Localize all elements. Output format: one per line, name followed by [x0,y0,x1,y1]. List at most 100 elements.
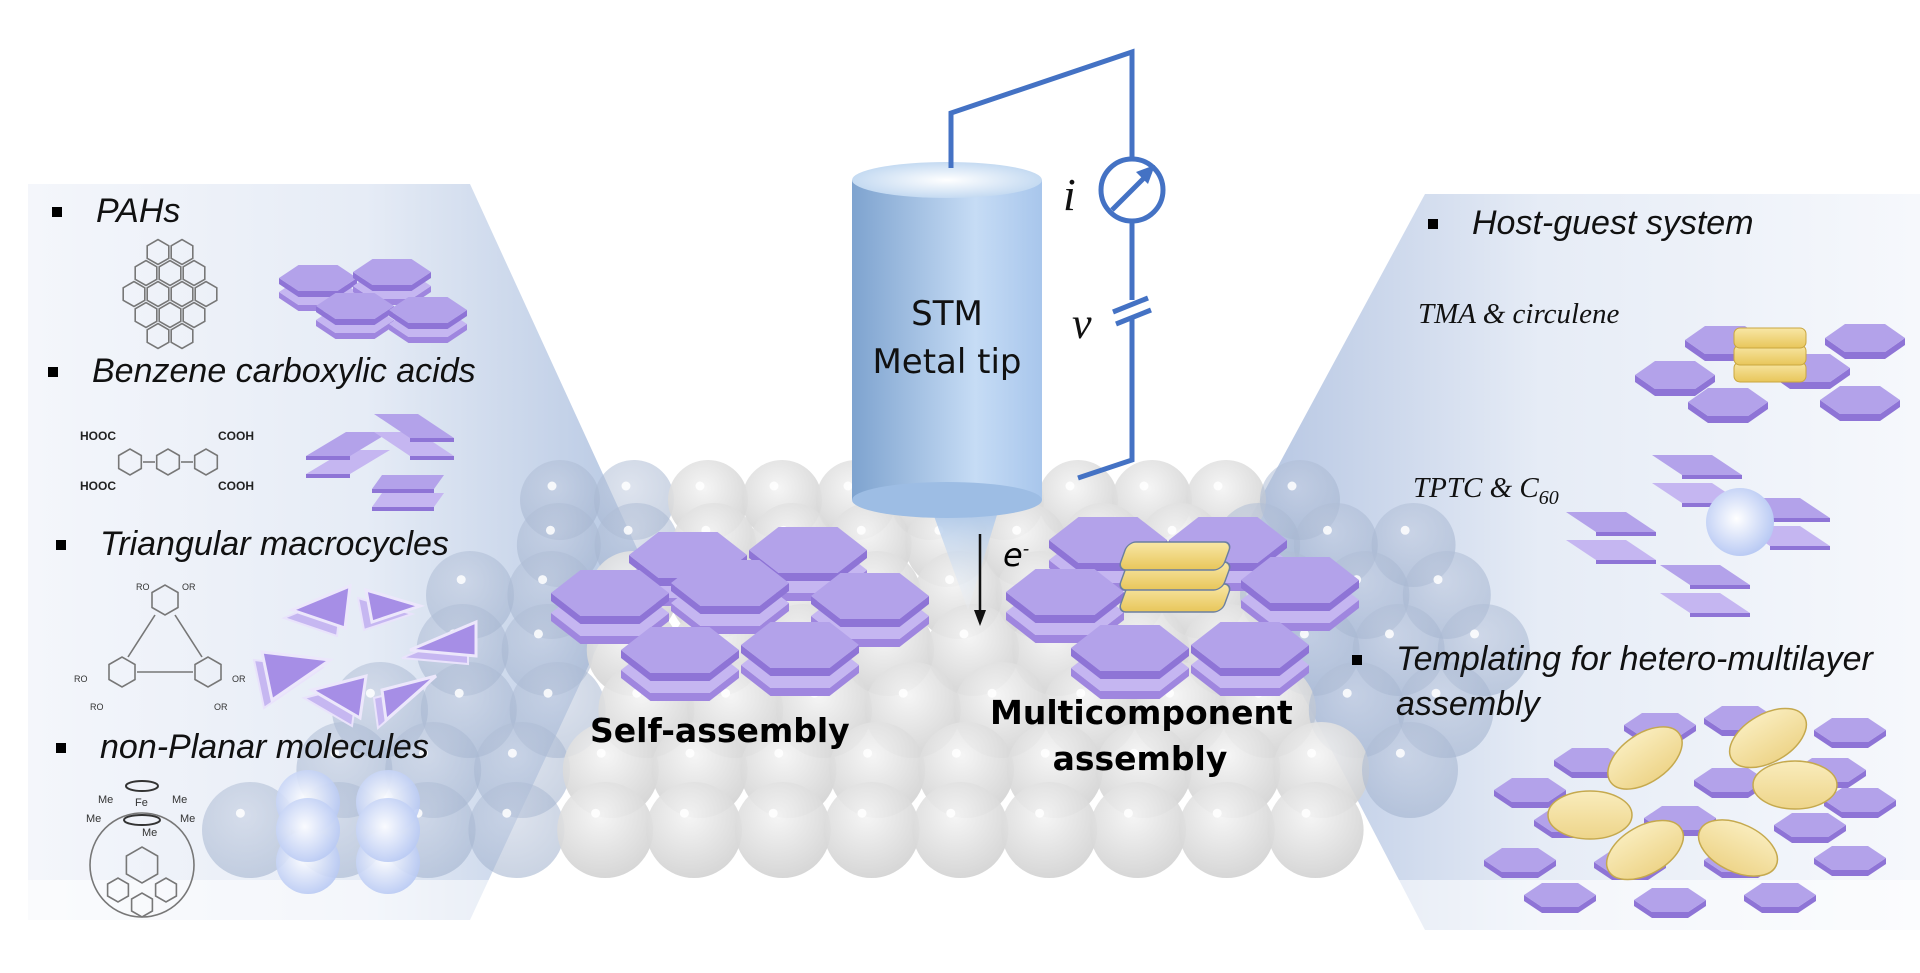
self-assembly-hexagon-stack [621,627,739,701]
alkyne-bond [127,614,156,658]
electron-charge: - [1022,538,1030,560]
rectangle-layer-upper [306,432,390,460]
atom-highlight [946,808,956,818]
surface-atom [468,782,565,878]
atom-highlight [1384,629,1394,639]
center-assemblies [551,517,1359,701]
atom-highlight [1433,575,1443,585]
host-hexagon [1825,324,1905,359]
atom-highlight [857,808,867,818]
atom-highlight [987,688,997,698]
pah-ring [170,238,194,266]
fullerene-ring [130,892,154,918]
tptc-c60-main: TPTC & C [1413,472,1539,504]
label-triangular: Triangular macrocycles [100,525,449,563]
atom-highlight [1139,481,1149,491]
macrocycle-ring-right [194,656,222,688]
rectangle-layer-lower [306,450,390,478]
atom-highlight [721,688,731,698]
rectangle-stack [1660,565,1750,617]
tip-cylinder-body [852,180,1042,500]
atom-highlight [1065,481,1075,491]
pah-ring [170,322,194,350]
list-item-nonplanar: non-Planar molecules [56,728,429,767]
hexagon-layer-upper [621,627,739,681]
triangle-layer-upper [380,674,437,723]
label-templating-line1: Templating for hetero-multilayer [1396,640,1873,678]
atom-highlight [1012,525,1022,535]
bullet-icon [56,539,66,550]
macrocycle-ring-left [108,656,136,688]
template-hexagon [1774,813,1846,843]
hexagon-layer-upper [811,573,929,627]
atom-highlight [774,748,784,758]
surface-atom [1178,782,1275,878]
electron-arrowhead [974,610,986,626]
hexagon-layer-upper [1191,622,1309,676]
functional-group-label: Me [172,794,187,806]
atom-highlight [454,688,464,698]
fullerene-pentagon [125,846,159,884]
atom-highlight [456,575,466,585]
rectangle-stack [374,414,454,460]
atom-highlight [330,748,340,758]
template-hexagon [1634,888,1706,918]
atom-highlight [1213,481,1223,491]
hexagon-layer-upper [1006,569,1124,623]
pah-ring [158,301,182,329]
atom-highlight [547,481,557,491]
atom-highlight [951,748,961,758]
triangle-layer-upper [409,619,478,658]
triangle-stack [301,673,368,728]
surface-atom [823,782,920,878]
pah-ring [194,280,218,308]
rectangle-layer-upper [374,414,454,442]
template-hexagon [1524,883,1596,913]
triangle-stack [252,650,335,710]
functional-group-label: HOOC [80,479,116,493]
surface-atom [1362,722,1458,818]
atom-highlight [1470,629,1480,639]
pah-ring [146,238,170,266]
hexagon-layer-upper [316,293,394,325]
voltage-symbol: v [1072,299,1092,348]
surface-atom [646,782,742,878]
pah-ring [182,259,206,287]
surface-atom [912,782,1009,878]
cyclopentadienyl-ring [123,814,161,826]
template-hexagon [1824,788,1896,818]
fullerene-sphere [276,798,340,862]
label-pahs: PAHs [96,192,181,230]
atom-highlight [695,481,705,491]
surface-atom [557,782,654,878]
atom-highlight [1299,629,1309,639]
functional-group-label: Me [86,813,101,825]
stm-tip [852,162,1042,610]
atom-highlight [543,688,553,698]
surface-atom [202,782,298,878]
atom-highlight [1167,525,1177,535]
hexagon-layer-upper [749,527,867,581]
list-item-templating: Templating for hetero-multilayer [1352,640,1873,679]
pah-ring [146,280,170,308]
list-item-pahs: PAHs [52,192,180,231]
template-hexagon [1744,883,1816,913]
self-assembly-hexagon-stack [741,622,859,696]
pah-hexagon-stack [389,297,467,343]
pah-ring [134,259,158,287]
rectangle-layer-lower [372,493,444,511]
hexagon-layer-upper [1071,625,1189,679]
circuit-wire-bottom [1077,318,1135,481]
guest-circulene-layer [1733,327,1807,349]
pah-ring [182,301,206,329]
functional-group-label: Me [180,813,195,825]
functional-group-label: Me [98,794,113,806]
multicomponent-label: Multicomponent assembly [990,690,1293,782]
functional-group-label: RO [90,702,104,712]
electron-symbol: e [1003,536,1023,574]
surface-fade [0,880,1920,970]
atom-highlight [365,688,375,698]
atom-highlight [1301,808,1311,818]
atom-highlight [1342,688,1352,698]
